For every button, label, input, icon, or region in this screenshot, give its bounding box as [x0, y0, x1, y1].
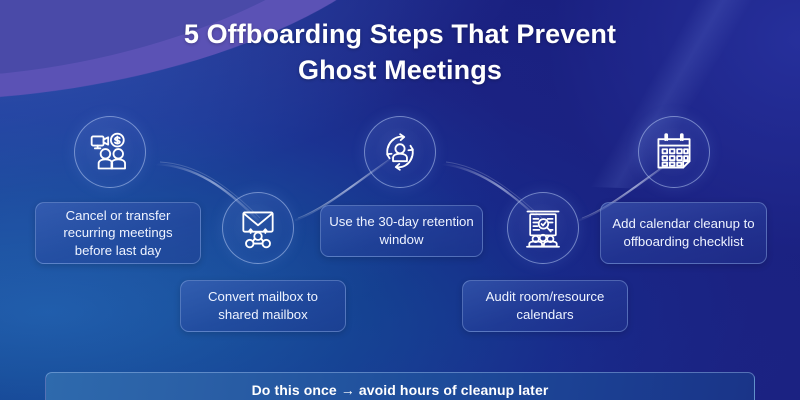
step-5-label-text: Add calendar cleanup to offboarding chec… [612, 216, 755, 249]
step-2-label-text: Convert mailbox to shared mailbox [208, 289, 318, 322]
footer-text: Do this once → avoid hours of cleanup la… [251, 381, 549, 398]
calendar-checklist-icon [657, 133, 691, 169]
step-3-label-text: Use the 30-day retention window [329, 214, 474, 247]
room-calendar-audit-icon [526, 210, 560, 248]
step-4-icon-circle [507, 192, 579, 264]
step-1-label: Cancel or transfer recurring meetings be… [35, 202, 201, 264]
step-3-label: Use the 30-day retention window [320, 205, 483, 257]
footer-banner: Do this once → avoid hours of cleanup la… [45, 372, 755, 400]
shared-mailbox-envelope-icon [242, 211, 274, 249]
step-4-label-text: Audit room/resource calendars [485, 289, 605, 322]
step-2-icon-circle [222, 192, 294, 264]
video-call-cost-people-icon [90, 132, 126, 170]
page-title-line-2: Ghost Meetings [298, 55, 502, 86]
step-3-icon-circle [364, 116, 436, 188]
step-4-label: Audit room/resource calendars [462, 280, 628, 332]
step-1-label-text: Cancel or transfer recurring meetings be… [63, 207, 173, 258]
step-1-icon-circle [74, 116, 146, 188]
user-retention-cycle-icon [386, 133, 414, 171]
step-5-icon-circle [638, 116, 710, 188]
step-5-label: Add calendar cleanup to offboarding chec… [600, 202, 767, 264]
step-2-label: Convert mailbox to shared mailbox [180, 280, 346, 332]
page-title: 5 Offboarding Steps That Prevent Ghost M… [0, 16, 800, 89]
page-title-line-1: 5 Offboarding Steps That Prevent [183, 19, 617, 49]
